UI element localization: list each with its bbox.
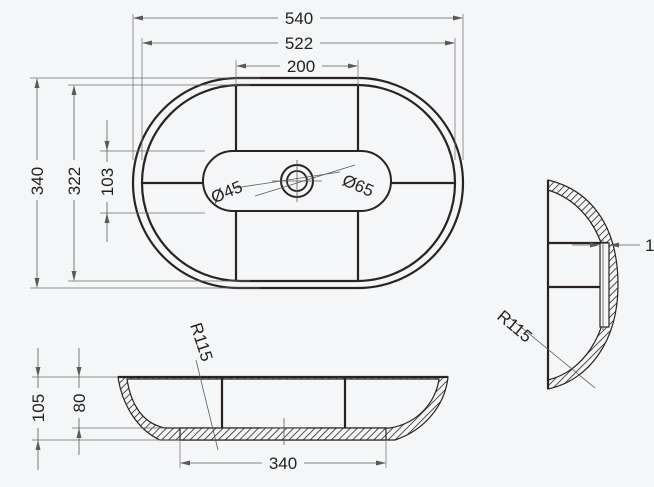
front-section-shell (117, 376, 449, 441)
dim-80-vertical: 80 (69, 348, 165, 455)
dim-340-horizontal-label: 340 (269, 454, 297, 473)
side-r115-label: R115 (493, 307, 535, 347)
dim-105-vertical: 105 (28, 348, 180, 470)
side-wall-label: 1 (645, 236, 654, 255)
dim-340-vertical: 340 (27, 77, 260, 289)
dim-340-horizontal: 340 (179, 440, 387, 473)
dim-105-label: 105 (29, 394, 48, 422)
dim-80-label: 80 (70, 394, 89, 413)
front-view: R115 105 80 340 (28, 320, 449, 473)
dim-200-label: 200 (287, 57, 315, 76)
dim-103-vertical-label: 103 (98, 168, 117, 196)
dim-103-vertical: 103 (97, 120, 205, 242)
top-view: Ø45 Ø65 540 522 200 (27, 8, 465, 290)
front-r115-label: R115 (186, 320, 216, 363)
dim-200: 200 (235, 56, 359, 86)
side-r115-leader (509, 317, 596, 389)
basin-outer-rim (131, 76, 465, 290)
dim-540-label: 540 (285, 9, 313, 28)
front-section-base (179, 427, 387, 441)
dim-522: 522 (141, 33, 456, 160)
front-r115-leader (195, 359, 219, 451)
dim-540: 540 (132, 8, 464, 160)
side-base-foot (599, 242, 610, 328)
dia65-leader (254, 164, 356, 197)
dim-522-label: 522 (285, 34, 313, 53)
dim-322-vertical-label: 322 (65, 167, 84, 195)
side-view: 1 R115 (493, 179, 654, 390)
dim-322-vertical: 322 (64, 84, 250, 282)
dim-340-vertical-label: 340 (28, 167, 47, 195)
